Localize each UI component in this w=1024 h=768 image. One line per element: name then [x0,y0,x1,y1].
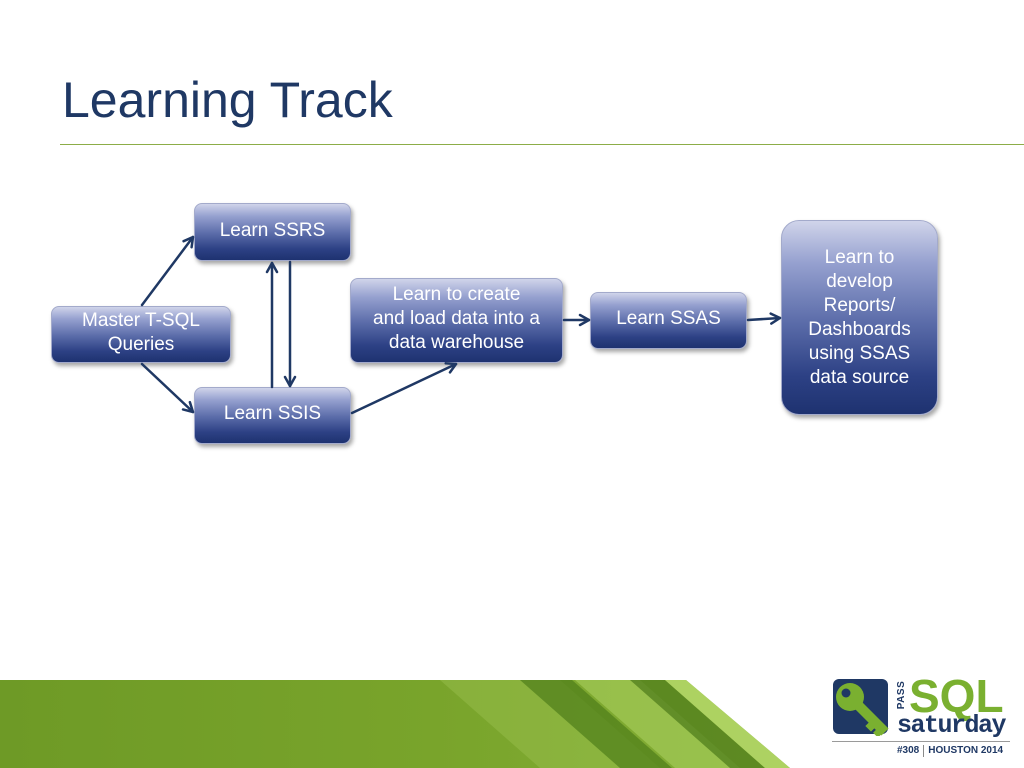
event-separator [923,745,925,757]
node-learn-ssrs: Learn SSRS [194,203,351,261]
sql-wordmark: SQL [909,670,1004,722]
band-stripe [520,680,672,768]
node-learn-data-warehouse: Learn to create and load data into a dat… [350,278,563,363]
node-label-line: develop [826,270,893,292]
event-info: #308 HOUSTON 2014 [897,745,1003,757]
band-stripe [665,680,790,768]
node-master-tsql-queries: Master T-SQL Queries [51,306,231,363]
node-label-line: and load data into a [373,308,540,329]
node-learn-ssis: Learn SSIS [194,387,351,444]
node-label-line: Learn SSIS [223,403,322,424]
node-learn-reports-dashboards: Learn to develop Reports/ Dashboards usi… [781,220,938,415]
node-learn-ssas: Learn SSAS [590,292,747,349]
node-label-line: data warehouse [388,332,525,353]
node-label-line: Queries [107,334,175,355]
footer-band [0,680,790,768]
node-label-line: using SSAS [808,342,911,364]
arrow-ssas-to-dashboards [746,312,782,325]
pass-label: PASS [896,680,907,710]
node-label-line: Learn SSAS [616,308,721,329]
key-icon [833,679,889,736]
node-label-line: Learn to create [392,284,521,305]
slide-title: Learning Track [62,72,393,128]
node-label-line: Master T-SQL [82,310,200,331]
event-number: #308 [897,745,920,756]
node-label-line: Dashboards [808,318,911,340]
band-stripe [630,680,765,768]
arrow-ssis-to-warehouse [350,362,458,415]
arrow-tsql-to-ssrs [140,235,195,307]
title-divider [60,144,1024,145]
event-location: HOUSTON 2014 [928,745,1004,756]
node-label-line: Reports/ [823,294,896,316]
node-label-line: Learn to [824,246,895,268]
node-label-line: data source [809,366,910,388]
band-stripe [575,680,740,768]
saturday-wordmark: saturday [897,711,1007,740]
arrow-tsql-to-ssis [140,362,195,414]
node-label-line: Learn SSRS [219,219,326,241]
logo-divider [832,741,1010,742]
